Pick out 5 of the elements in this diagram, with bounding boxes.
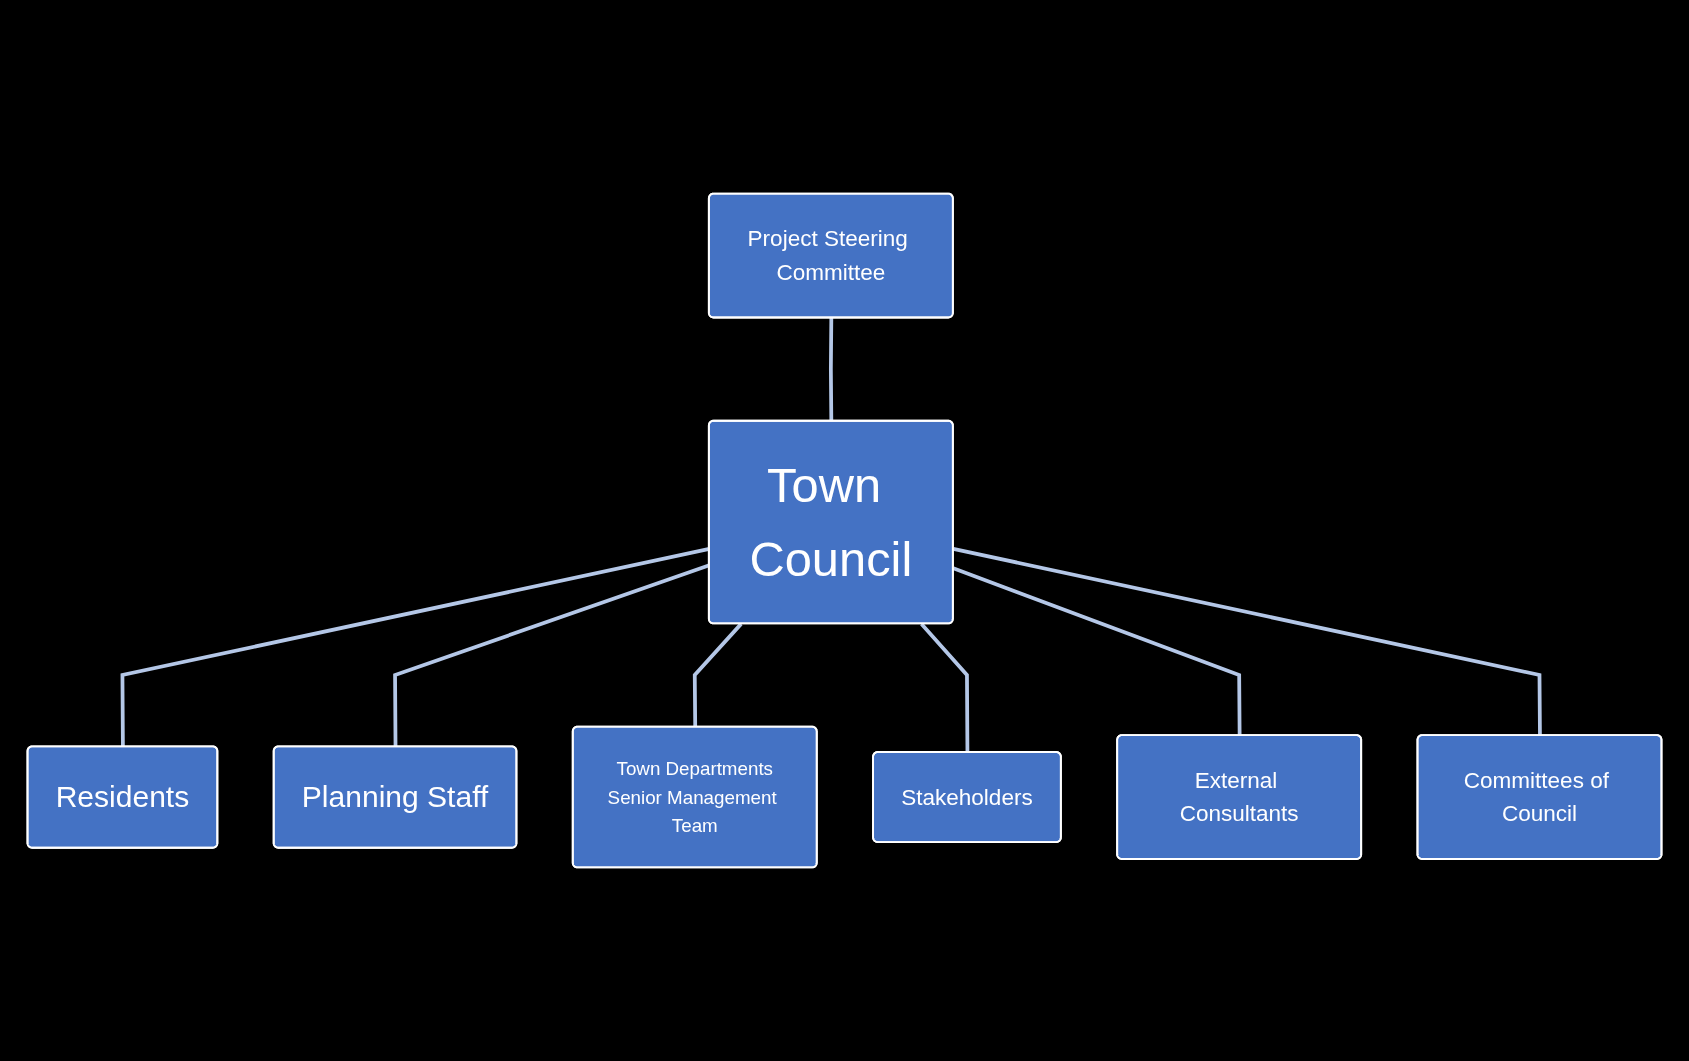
connector — [692, 622, 743, 728]
connector — [952, 566, 1242, 736]
connector — [920, 622, 970, 753]
connector — [828, 317, 834, 422]
connector — [952, 547, 1542, 736]
